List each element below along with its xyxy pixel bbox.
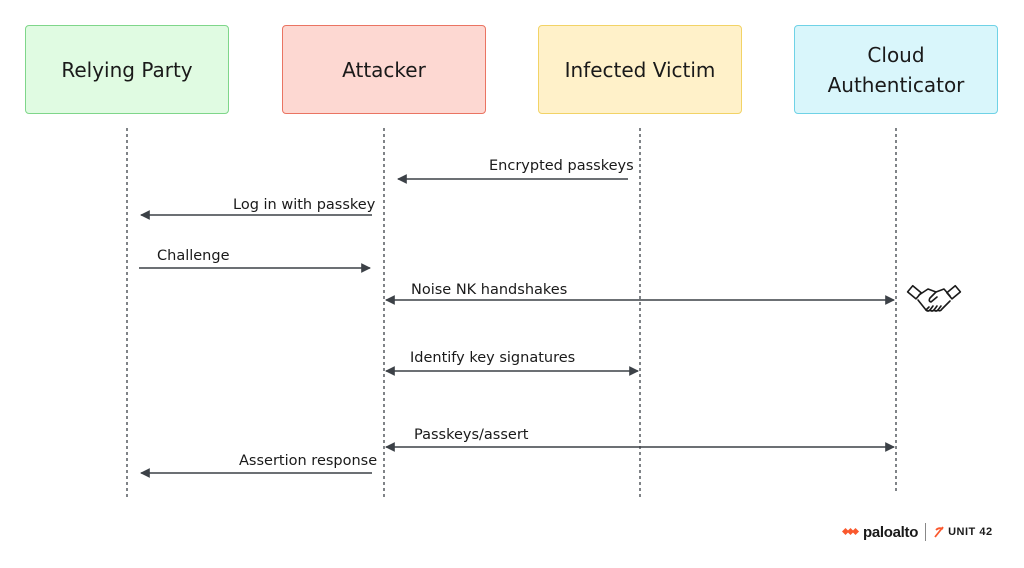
logo-divider	[925, 523, 927, 541]
actor-label: Attacker	[342, 57, 426, 82]
message-label-identify-key-signatures: Identify key signatures	[410, 350, 576, 366]
message-label-assertion-response: Assertion response	[239, 453, 378, 469]
paloalto-wordmark: paloalto	[863, 523, 919, 541]
actor-label: Infected Victim	[564, 57, 716, 82]
unit42-mark-icon	[934, 526, 944, 538]
message-label-encrypted-passkeys: Encrypted passkeys	[489, 158, 634, 174]
actor-relying-party: Relying Party	[25, 25, 229, 114]
unit42-wordmark: UNIT 42	[948, 526, 993, 538]
message-label-log-in-with-passkey: Log in with passkey	[233, 197, 376, 213]
actor-label: Cloud Authenticator	[827, 42, 965, 97]
actor-attacker: Attacker	[282, 25, 486, 114]
paloalto-mark-icon	[842, 527, 860, 536]
message-label-challenge: Challenge	[157, 248, 230, 264]
actor-label: Relying Party	[61, 57, 193, 82]
message-label-noise-nk-handshakes: Noise NK handshakes	[411, 282, 568, 298]
actor-infected-victim: Infected Victim	[538, 25, 742, 114]
message-label-passkeys-assert: Passkeys/assert	[414, 427, 529, 443]
paloalto-unit42-logo: paloalto UNIT 42	[842, 520, 993, 544]
actor-cloud-authenticator: Cloud Authenticator	[794, 25, 998, 114]
handshake-icon	[906, 284, 962, 312]
